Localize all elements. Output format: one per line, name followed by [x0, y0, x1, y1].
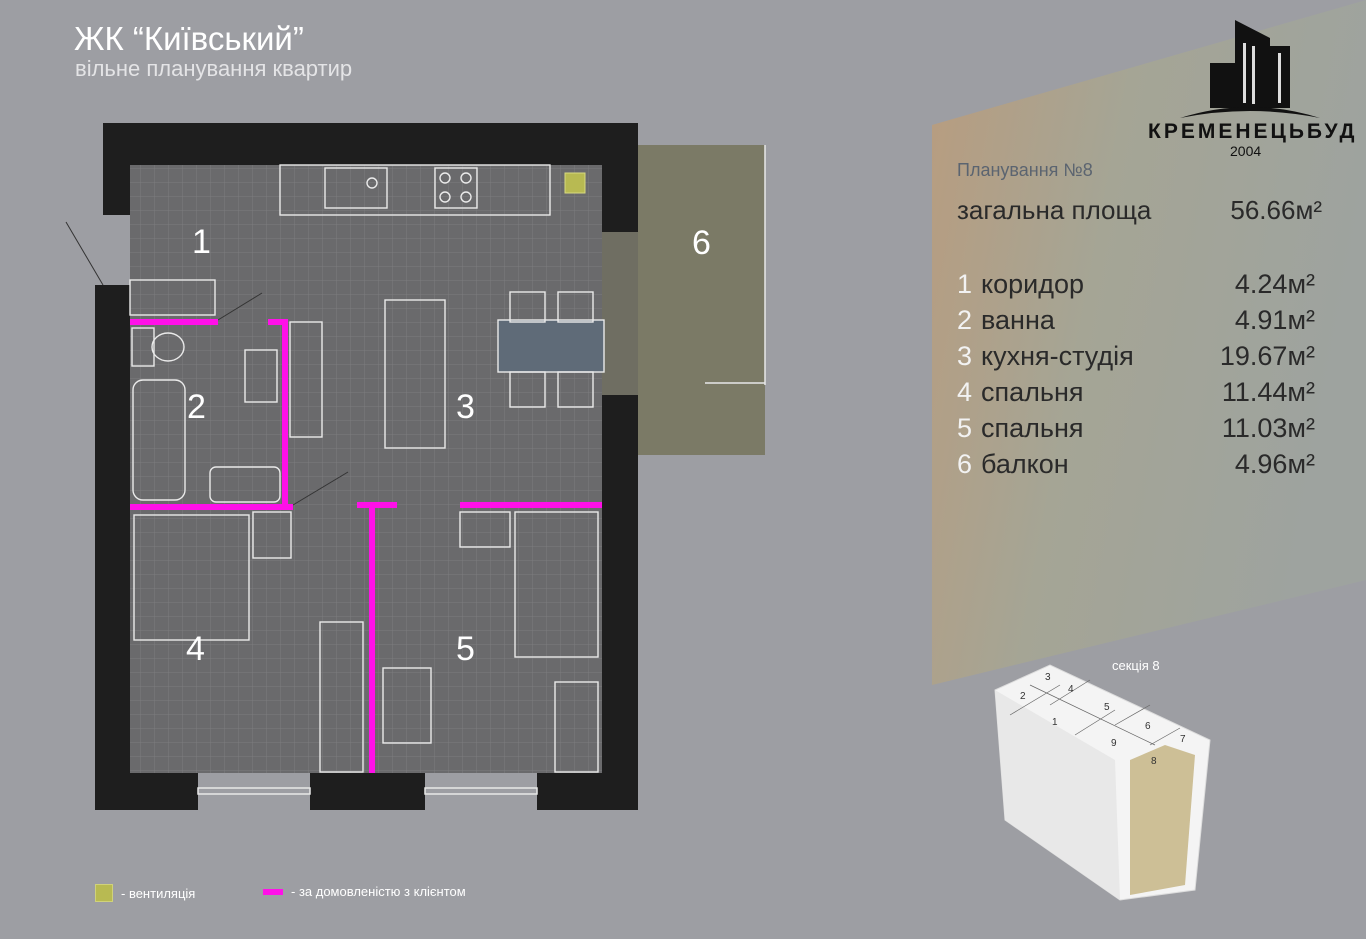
room-area: 19.67м²	[1219, 341, 1315, 371]
legend-partition-label: - за домовленістю з клієнтом	[291, 884, 466, 899]
shelf-room-5	[554, 681, 599, 773]
section-label: секція 8	[1112, 658, 1160, 673]
room-row: 3 кухня-студія 19.67м²	[957, 338, 1315, 374]
door-swings	[65, 221, 349, 506]
room-area: 11.03м²	[1221, 413, 1315, 443]
room-name: балкон	[981, 449, 1069, 479]
section-number: 7	[1180, 734, 1186, 745]
legend-ventilation: - вентиляція	[95, 884, 195, 902]
section-number: 9	[1111, 738, 1117, 749]
walls	[95, 123, 638, 810]
room-row: 2 ванна 4.91м²	[957, 302, 1315, 338]
buildings-logo-icon	[1180, 20, 1320, 118]
room-area: 4.91м²	[1234, 305, 1315, 335]
room-num: 4	[957, 377, 973, 407]
room-area: 4.96м²	[1234, 449, 1315, 479]
legend-ventilation-label: - вентиляція	[121, 885, 196, 901]
sofa	[384, 299, 446, 449]
room-name: коридор	[981, 269, 1085, 299]
room-area: 4.24м²	[1234, 269, 1315, 299]
room-num: 5	[957, 413, 973, 443]
room-name: спальня	[981, 377, 1084, 407]
optional-partitions	[130, 319, 602, 773]
room-number-1: 1	[192, 223, 211, 261]
building-section-diagram: 1 2 3 4 5 6 7 8 9	[994, 664, 1211, 901]
kitchen-counter	[279, 164, 551, 216]
page-subtitle: вільне планування квартир	[75, 56, 353, 81]
legend-partition: - за домовленістю з клієнтом	[263, 884, 466, 899]
desk	[382, 667, 432, 744]
plan-number: Планування №8	[957, 160, 1093, 180]
room-number-5: 5	[456, 630, 475, 668]
room-row: 1 коридор 4.24м²	[957, 266, 1315, 302]
toilet	[151, 332, 185, 362]
windows	[197, 145, 766, 795]
room-area: 11.44м²	[1221, 377, 1315, 407]
room-num: 2	[957, 305, 973, 335]
sink	[324, 167, 388, 209]
total-area-value: 56.66м²	[1230, 195, 1322, 225]
section-number: 1	[1052, 717, 1058, 728]
room-row: 5 спальня 11.03м²	[957, 410, 1315, 446]
balcony-floor	[638, 145, 765, 455]
room-num: 6	[957, 449, 973, 479]
furniture	[129, 164, 605, 773]
floor-plan: 1 2 3 4 5 6	[65, 123, 766, 810]
room-number-6: 6	[692, 224, 711, 262]
bed-room-5	[514, 511, 599, 658]
ventilation-swatch	[95, 884, 113, 902]
brand-year: 2004	[1230, 143, 1262, 159]
partition-swatch	[263, 888, 283, 895]
bed-room-4	[133, 514, 250, 641]
washbasin	[209, 466, 281, 503]
section-number: 8	[1151, 756, 1157, 767]
total-area-label: загальна площа	[957, 195, 1152, 225]
room-num: 1	[957, 269, 973, 299]
brand-name: КРЕМЕНЕЦЬБУД	[1148, 120, 1358, 143]
dining-table	[497, 319, 605, 373]
stove	[434, 167, 478, 209]
room-numbers: 1 2 3 4 5 6	[186, 223, 711, 668]
room-list: 1 коридор 4.24м² 2 ванна 4.91м² 3 кухня-студі…	[957, 266, 1315, 482]
room-number-4: 4	[186, 630, 205, 668]
room-row: 4 спальня 11.44м²	[957, 374, 1315, 410]
shelf-room-4	[319, 621, 364, 773]
page-title: ЖК “Київський”	[74, 20, 304, 57]
section-number: 3	[1045, 672, 1051, 683]
highlighted-section	[1130, 745, 1195, 895]
room-name: спальня	[981, 413, 1084, 443]
section-number: 4	[1068, 684, 1074, 695]
room-row: 6 балкон 4.96м²	[957, 446, 1315, 482]
total-area-row: загальна площа 56.66м²	[957, 195, 1322, 226]
wardrobe	[289, 321, 323, 438]
room-number-3: 3	[456, 388, 475, 426]
bathtub	[132, 379, 186, 501]
ventilation-shaft	[564, 172, 586, 194]
section-number: 2	[1020, 691, 1026, 702]
room-name: кухня-студія	[981, 341, 1134, 371]
section-number: 5	[1104, 702, 1110, 713]
room-num: 3	[957, 341, 973, 371]
room-number-2: 2	[187, 388, 206, 426]
room-name: ванна	[981, 305, 1055, 335]
section-number: 6	[1145, 721, 1151, 732]
